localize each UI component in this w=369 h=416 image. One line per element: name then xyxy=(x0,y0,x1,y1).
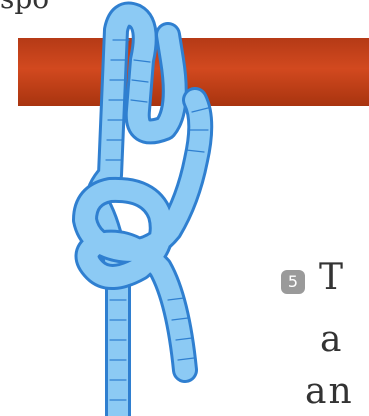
caption-line-3: an xyxy=(305,372,354,412)
caption-line-2: a xyxy=(320,320,343,360)
caption-line-1: T xyxy=(319,258,345,298)
step-number-badge: 5 xyxy=(281,270,305,294)
